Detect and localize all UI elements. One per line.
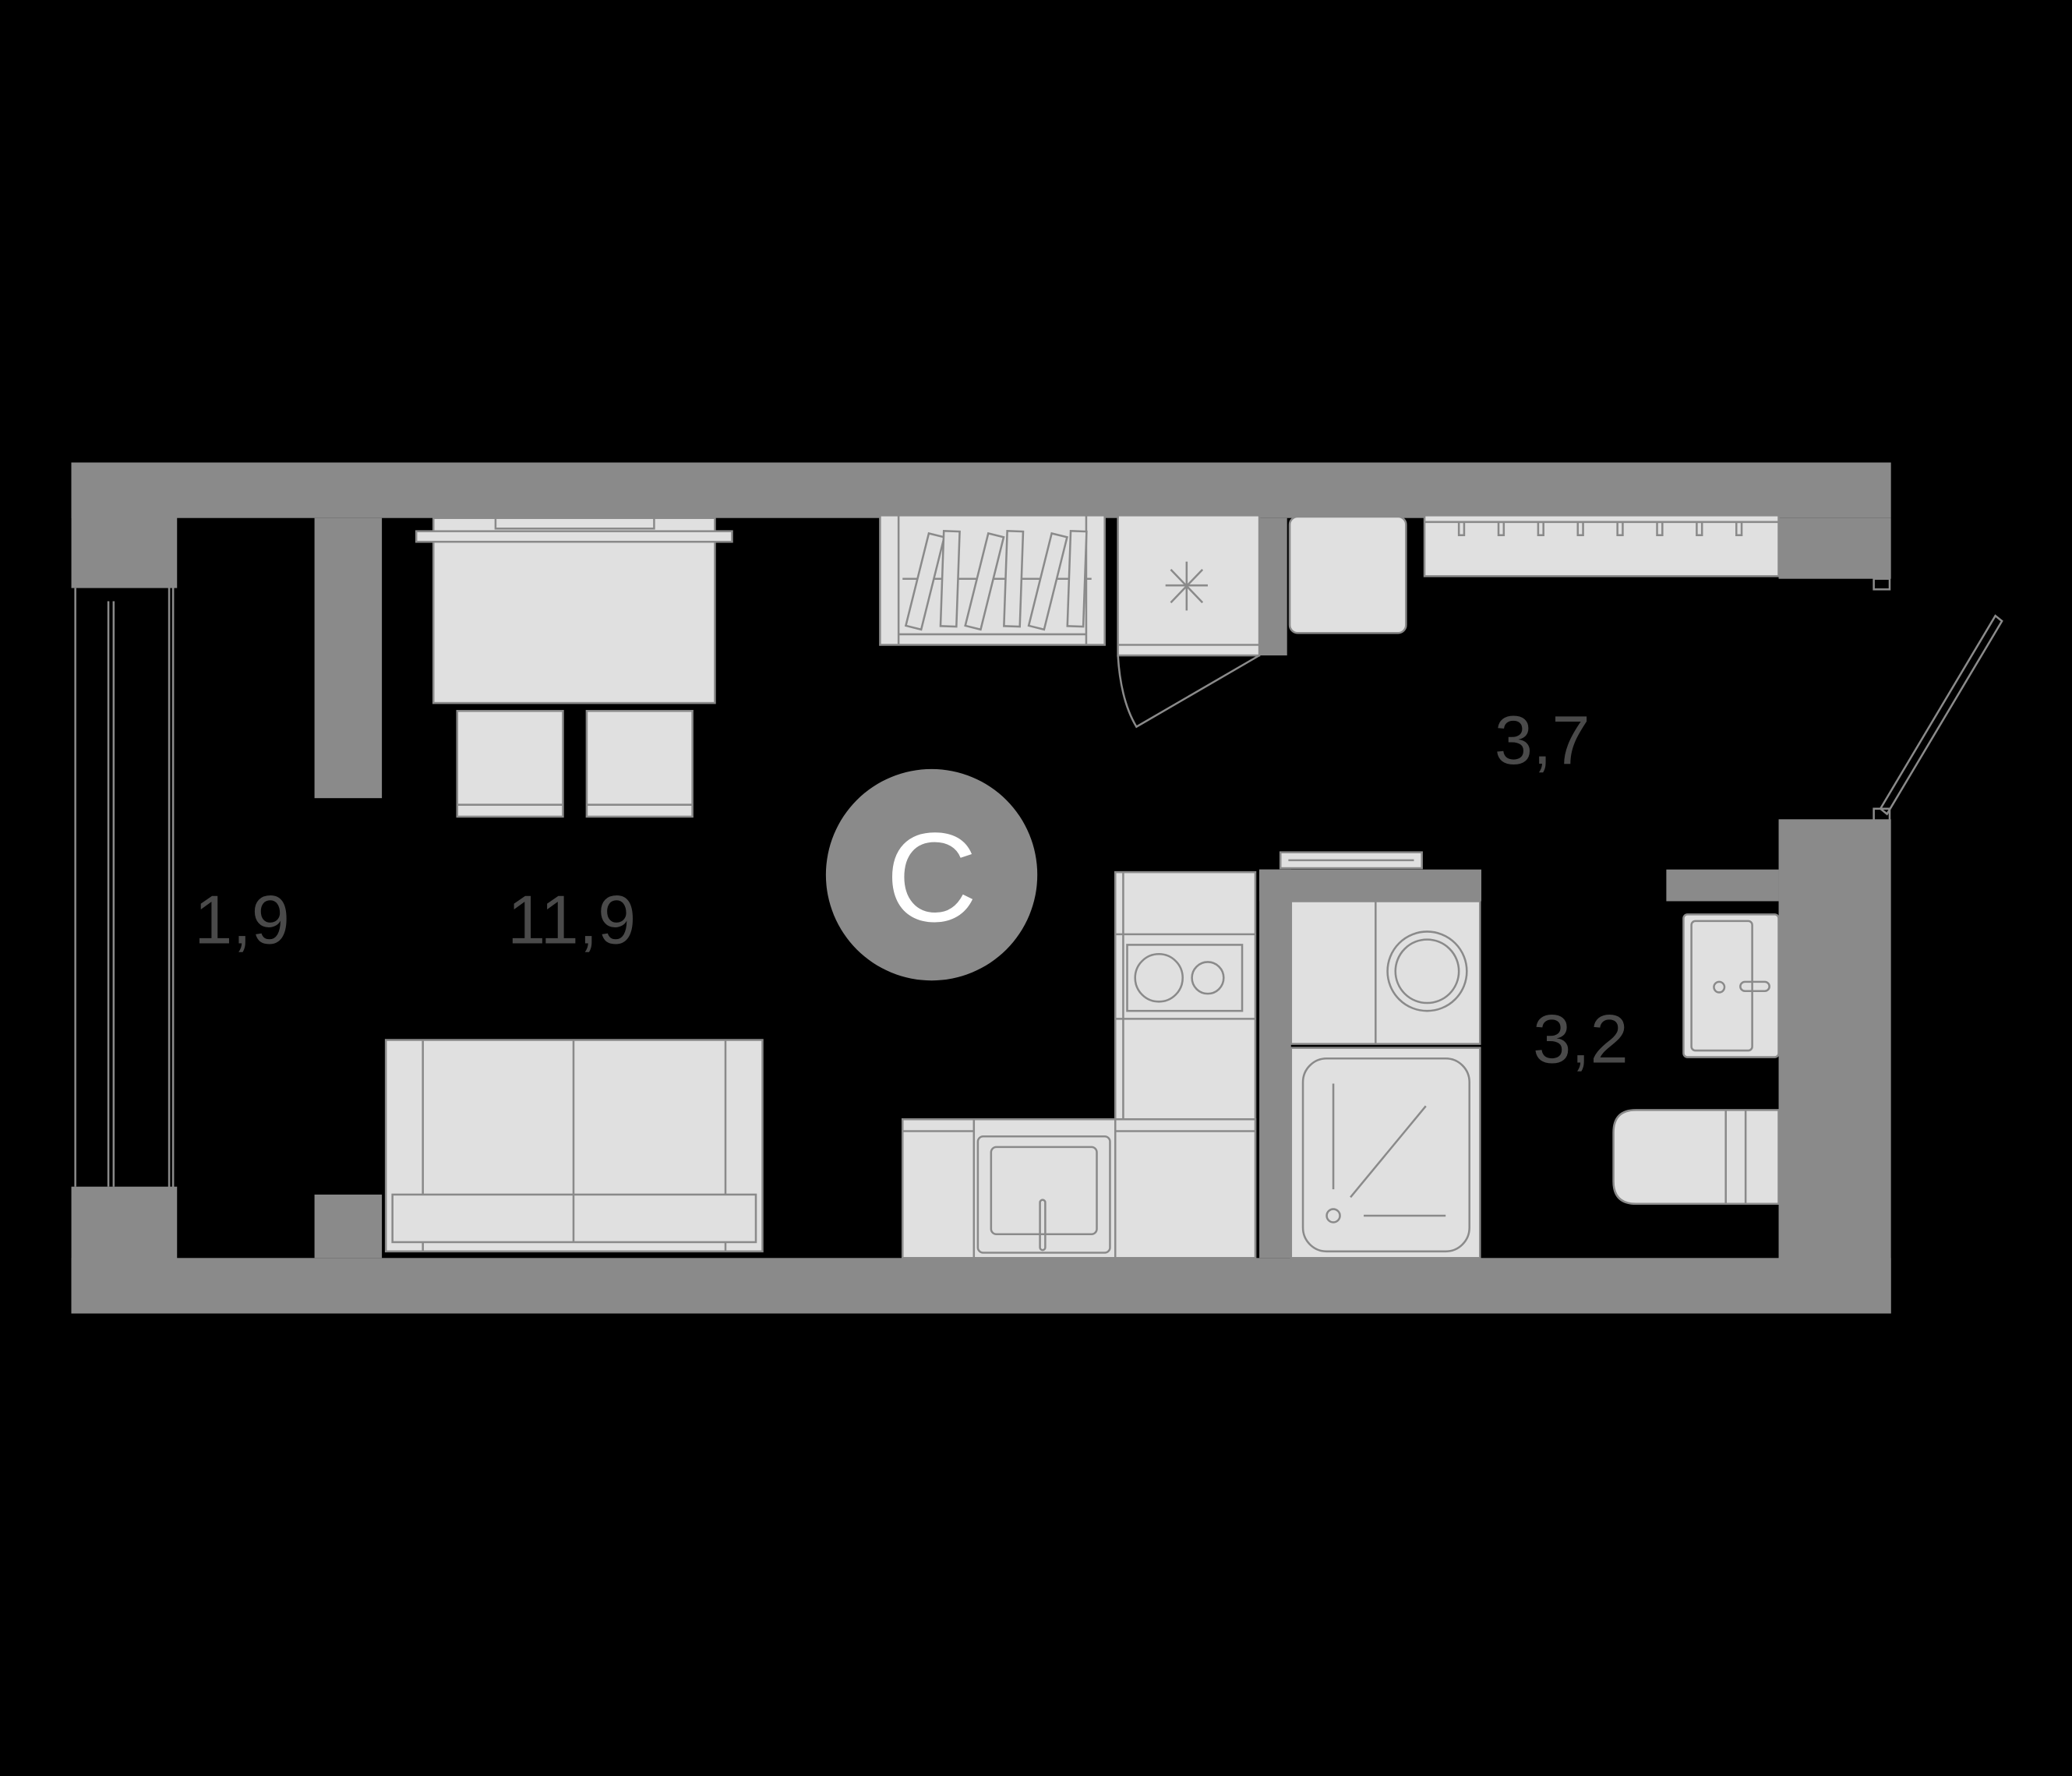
entrance-door[interactable]	[1873, 577, 2003, 823]
fridge	[1117, 514, 1261, 729]
chair	[585, 710, 694, 818]
balcony-window	[74, 574, 175, 1203]
cabinet	[1288, 515, 1407, 634]
sofa	[384, 1039, 764, 1253]
apartment-type-letter: C	[886, 807, 978, 948]
toilet	[1612, 1109, 1780, 1206]
room-area-hallway: 3,7	[1495, 701, 1590, 779]
bookshelf	[879, 514, 1106, 646]
desk	[415, 517, 733, 704]
snowflake-icon	[1165, 561, 1208, 611]
kitchen-sink	[901, 1118, 1257, 1259]
shower	[1290, 1047, 1481, 1259]
washing-machine	[1290, 900, 1481, 1045]
walls	[71, 462, 1891, 1314]
coat-rack	[1423, 514, 1780, 577]
apartment-type-badge: C	[825, 768, 1038, 981]
bathroom-sink	[1682, 913, 1780, 1058]
chair	[456, 710, 564, 818]
room-area-bathroom: 3,2	[1533, 1000, 1629, 1077]
room-area-balcony: 1,9	[194, 881, 290, 959]
room-area-living: 11,9	[507, 881, 636, 959]
radiator	[1279, 851, 1423, 870]
